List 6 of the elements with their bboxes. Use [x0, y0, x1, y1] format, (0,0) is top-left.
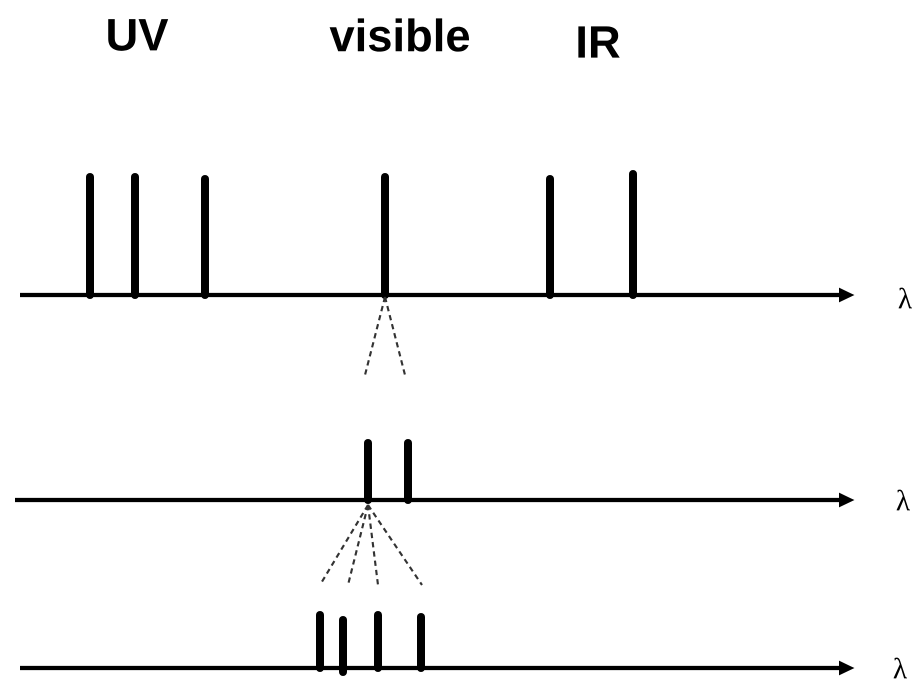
axis-label: λ [894, 658, 907, 678]
axis-label: λ [898, 288, 912, 308]
region-label: UV [108, 19, 168, 51]
region-label: IR [578, 26, 620, 58]
region-label: visible [330, 18, 470, 52]
axis-label: λ [896, 490, 910, 510]
